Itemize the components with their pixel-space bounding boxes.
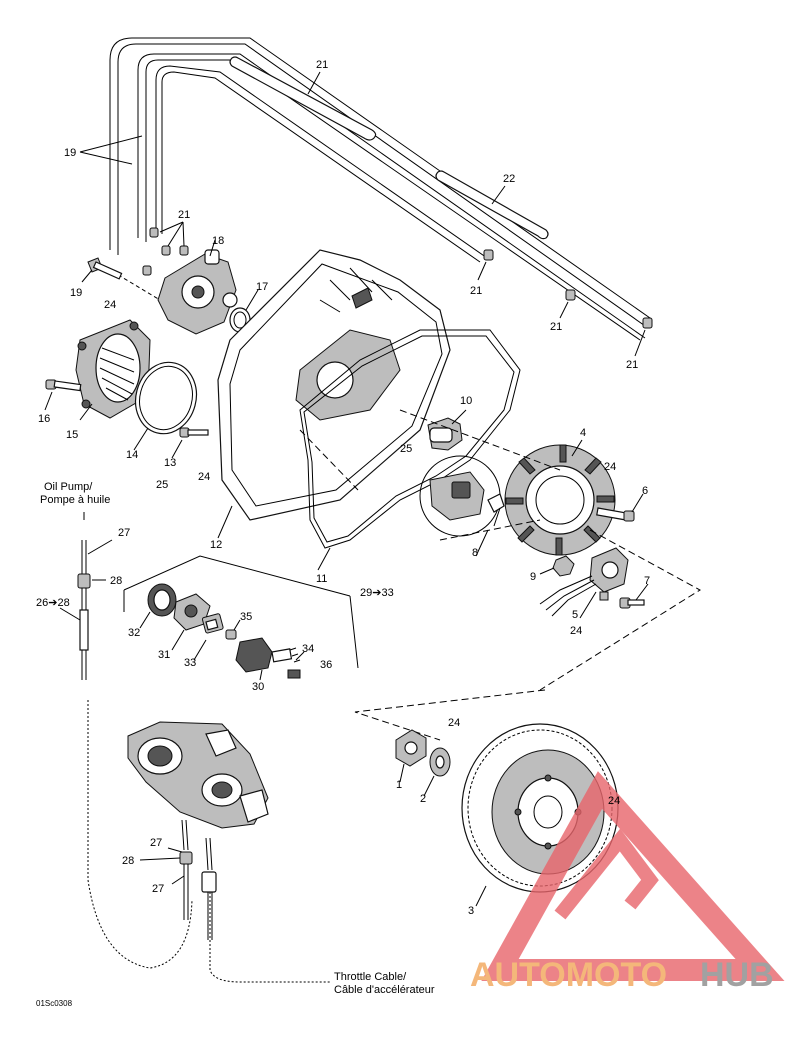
callout-labels: 19 21 21 22 18 17 21 21 21 19 24 16 15 1… bbox=[36, 59, 650, 917]
washer-2 bbox=[423, 747, 451, 797]
clamps-21 bbox=[142, 221, 653, 357]
callout-4: 4 bbox=[580, 427, 586, 439]
hose-23 bbox=[435, 170, 549, 240]
oil-pump-note-line2: Pompe à huile bbox=[40, 494, 110, 506]
callout-28-b: 28 bbox=[122, 855, 134, 867]
callout-24-e: 24 bbox=[448, 717, 460, 729]
bolt-19 bbox=[81, 257, 161, 301]
oil-lines bbox=[109, 37, 651, 341]
callout-30: 30 bbox=[252, 681, 264, 693]
kit-bracket-29-33 bbox=[123, 555, 359, 669]
callout-15: 15 bbox=[66, 429, 78, 441]
callout-35: 35 bbox=[240, 611, 252, 623]
callout-6: 6 bbox=[642, 485, 648, 497]
oil-pump-note-line1: Oil Pump/ bbox=[44, 481, 93, 493]
terminal-34 bbox=[295, 651, 305, 661]
callout-24-c: 24 bbox=[604, 461, 616, 473]
callout-24-f: 24 bbox=[608, 795, 620, 807]
bolt-13 bbox=[171, 427, 209, 459]
callout-24-b: 24 bbox=[198, 471, 210, 483]
stator-4 bbox=[504, 439, 616, 556]
callout-21-c: 21 bbox=[550, 321, 562, 333]
callout-3: 3 bbox=[468, 905, 474, 917]
callout-20: 19 bbox=[64, 147, 76, 159]
grommet-31 bbox=[171, 593, 211, 651]
callout-11: 11 bbox=[316, 573, 327, 585]
gasket-11 bbox=[299, 329, 521, 571]
callout-10: 10 bbox=[460, 395, 472, 407]
callout-7: 7 bbox=[644, 575, 650, 587]
crankcase-cover-12 bbox=[217, 249, 451, 539]
throttle-note-line2: Câble d'accélérateur bbox=[334, 984, 435, 996]
sensor-10 bbox=[427, 409, 467, 451]
callout-28-a: 28 bbox=[110, 575, 122, 587]
callout-27-a: 27 bbox=[118, 527, 130, 539]
bolt-16 bbox=[44, 379, 82, 411]
callout-2: 2 bbox=[420, 793, 426, 805]
watermark-triangle bbox=[481, 771, 785, 981]
callout-29-33: 29➔33 bbox=[360, 587, 394, 599]
callout-33: 33 bbox=[184, 657, 196, 669]
plate-33 bbox=[193, 613, 224, 661]
callout-21-b: 21 bbox=[470, 285, 482, 297]
callout-21: 21 bbox=[178, 209, 190, 221]
trigger-coil-8 bbox=[419, 455, 505, 557]
notes: Oil Pump/ Pompe à huile Throttle Cable/ … bbox=[36, 481, 435, 1008]
callout-12: 12 bbox=[210, 539, 222, 551]
callout-27-c: 27 bbox=[152, 883, 164, 895]
callout-34: 34 bbox=[302, 643, 314, 655]
callout-27-b: 27 bbox=[150, 837, 162, 849]
gasket-14 bbox=[133, 361, 198, 451]
callout-17: 17 bbox=[256, 281, 268, 293]
hose-22 bbox=[229, 56, 377, 141]
callout-1: 1 bbox=[396, 779, 402, 791]
callout-21-d: 21 bbox=[626, 359, 638, 371]
callout-25-b: 25 bbox=[400, 443, 412, 455]
watermark-text-primary: AUTOMOTO bbox=[470, 956, 667, 994]
callout-23: 22 bbox=[503, 173, 515, 185]
reference-code: 01Sc0308 bbox=[36, 999, 73, 1008]
sensor-5 bbox=[539, 547, 629, 619]
callout-22: 21 bbox=[316, 59, 328, 71]
bolt-7 bbox=[619, 583, 649, 609]
oil-pump bbox=[157, 239, 238, 335]
watermark-text-secondary: HUB bbox=[700, 956, 774, 994]
callout-5: 5 bbox=[572, 609, 578, 621]
connector-30 bbox=[235, 637, 301, 681]
callout-26-28: 26➔28 bbox=[36, 597, 70, 609]
throttle-cables bbox=[139, 819, 217, 940]
callout-16: 16 bbox=[38, 413, 50, 425]
nut-1 bbox=[395, 729, 427, 783]
throttle-note-line1: Throttle Cable/ bbox=[334, 971, 407, 983]
callout-18: 18 bbox=[212, 235, 224, 247]
nut-9 bbox=[539, 555, 575, 577]
callout-25-a: 25 bbox=[156, 479, 168, 491]
bolt-6 bbox=[596, 493, 644, 522]
connector-35 bbox=[225, 619, 241, 640]
callout-14: 14 bbox=[126, 449, 138, 461]
callout-9: 9 bbox=[530, 571, 536, 583]
cover-15 bbox=[75, 319, 151, 421]
callout-24-d: 24 bbox=[570, 625, 582, 637]
callout-32: 32 bbox=[128, 627, 140, 639]
callout-24-a: 24 bbox=[104, 299, 116, 311]
callout-19: 19 bbox=[70, 287, 82, 299]
callout-8: 8 bbox=[472, 547, 478, 559]
callout-13: 13 bbox=[164, 457, 176, 469]
callout-36: 36 bbox=[320, 659, 332, 671]
throttle-body bbox=[127, 721, 269, 829]
watermark: AUTOMOTO HUB bbox=[470, 771, 785, 994]
callout-31: 31 bbox=[158, 649, 170, 661]
seal-32 bbox=[139, 583, 177, 629]
guide-lines bbox=[87, 409, 701, 983]
oil-pump-cable bbox=[59, 512, 113, 680]
